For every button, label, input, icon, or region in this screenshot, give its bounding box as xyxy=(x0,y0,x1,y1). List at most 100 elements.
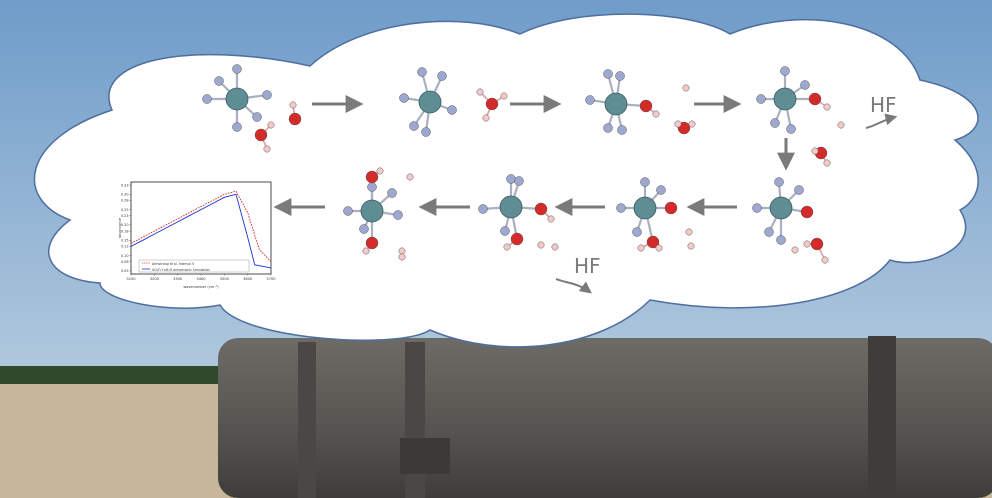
hydrogen-atom xyxy=(476,88,484,96)
oxygen-atom xyxy=(800,205,814,219)
fluorine-atom xyxy=(776,235,786,245)
fluorine-atom xyxy=(774,177,784,187)
hydrogen-atom xyxy=(685,228,693,236)
hydrogen-atom xyxy=(791,246,799,254)
hydrogen-atom xyxy=(682,84,690,92)
hf-label-1: HF xyxy=(870,93,897,117)
hydrogen-atom xyxy=(823,103,831,111)
fluorine-atom xyxy=(387,188,397,198)
y-tick-label: 0.13 xyxy=(121,245,129,249)
y-tick-label: 0.28 xyxy=(121,199,129,203)
hydrogen-atom xyxy=(823,159,831,167)
series-sim-line xyxy=(130,193,272,269)
hydrogen-atom xyxy=(537,241,545,249)
fluorine-atom xyxy=(437,71,447,81)
series-exp-line xyxy=(130,190,272,263)
molecule-complex-2 xyxy=(585,69,696,135)
uranium-atom xyxy=(418,90,442,114)
uranium-atom xyxy=(773,87,797,111)
oxygen-atom xyxy=(485,97,499,111)
fluorine-atom xyxy=(421,127,431,137)
hydrogen-atom xyxy=(674,120,682,128)
molecule-complex-4 xyxy=(752,177,829,264)
x-tick-label: 3400 xyxy=(196,277,206,281)
oxygen-atom xyxy=(365,236,379,250)
molecule-uf6-water xyxy=(202,64,302,153)
fluorine-atom xyxy=(232,122,242,132)
y-tick-label: 0.10 xyxy=(121,254,129,258)
oxygen-atom xyxy=(288,112,302,126)
x-tick-label: 3700 xyxy=(266,277,276,281)
fluorine-atom xyxy=(585,95,595,105)
oxygen-atom xyxy=(646,235,660,249)
hf-label-2: HF xyxy=(574,254,601,278)
fluorine-atom xyxy=(359,224,369,234)
hydrogen-atom xyxy=(398,253,406,261)
fluorine-atom xyxy=(656,185,666,195)
hydrogen-atom xyxy=(811,147,819,155)
uranium-cylinder xyxy=(218,336,992,498)
fluorine-atom xyxy=(764,227,774,237)
fluorine-atom xyxy=(409,121,419,131)
hydrogen-atom xyxy=(687,242,695,250)
y-tick-label: 0.23 xyxy=(121,214,129,218)
inset-legend-exp: Armstrong et al. Interval 5 xyxy=(152,262,194,266)
hydrogen-atom xyxy=(803,240,811,248)
fluorine-atom xyxy=(232,64,242,74)
fluorine-atom xyxy=(780,66,790,76)
molecule-sequence xyxy=(202,64,845,264)
hydrogen-atom xyxy=(406,173,414,181)
hydrogen-atom xyxy=(398,247,406,255)
inset-series xyxy=(130,190,272,269)
uranium-atom xyxy=(769,196,793,220)
hf-release-2: HF xyxy=(555,254,601,294)
reaction-arrows xyxy=(273,95,795,216)
y-tick-label: 0.08 xyxy=(121,260,129,264)
fluorine-atom xyxy=(632,227,642,237)
fluorine-atom xyxy=(367,182,377,192)
y-tick-label: 0.33 xyxy=(121,183,129,187)
fluorine-atom xyxy=(800,80,810,90)
hydrogen-atom xyxy=(821,256,829,264)
inset-legend: Armstrong et al. Interval 5 UO₂F₂+nH₂O a… xyxy=(138,259,250,273)
y-tick-label: 0.18 xyxy=(121,229,129,233)
fluorine-atom xyxy=(214,76,224,86)
oxygen-atom xyxy=(664,201,678,215)
hydrogen-atom xyxy=(376,167,384,175)
inset-xlabel: wavenumber (cm⁻¹) xyxy=(183,285,219,289)
oxygen-atom xyxy=(810,237,824,251)
molecule-complex-1 xyxy=(399,67,508,137)
fluorine-atom xyxy=(640,177,650,187)
hydrogen-atom xyxy=(837,121,845,129)
inset-ylabel: absorbance xyxy=(118,218,122,238)
fluorine-atom xyxy=(506,174,516,184)
uranium-atom xyxy=(604,92,628,116)
hydrogen-atom xyxy=(637,244,645,252)
hydrogen-atom xyxy=(547,215,555,223)
fluorine-atom xyxy=(752,203,762,213)
x-tick-label: 3300 xyxy=(173,277,183,281)
hydrogen-atom xyxy=(652,110,660,118)
y-tick-label: 0.25 xyxy=(121,208,129,212)
oxygen-atom xyxy=(534,202,548,216)
y-tick-label: 0.30 xyxy=(121,192,129,196)
molecule-complex-7 xyxy=(343,167,414,261)
hydrogen-atom xyxy=(267,121,275,129)
hydrogen-atom xyxy=(482,114,490,122)
hf-release-1: HF xyxy=(865,93,898,129)
hydrogen-atom xyxy=(688,120,696,128)
uranium-atom xyxy=(360,199,384,223)
x-tick-label: 3100 xyxy=(126,277,136,281)
fluorine-atom xyxy=(417,67,427,77)
fluorine-atom xyxy=(262,90,272,100)
fluorine-atom xyxy=(770,118,780,128)
fluorine-atom xyxy=(393,210,403,220)
fluorine-atom xyxy=(447,105,457,115)
oxygen-atom xyxy=(808,92,822,106)
fluorine-atom xyxy=(616,203,626,213)
hydrogen-atom xyxy=(263,145,271,153)
oxygen-atom xyxy=(254,128,268,142)
